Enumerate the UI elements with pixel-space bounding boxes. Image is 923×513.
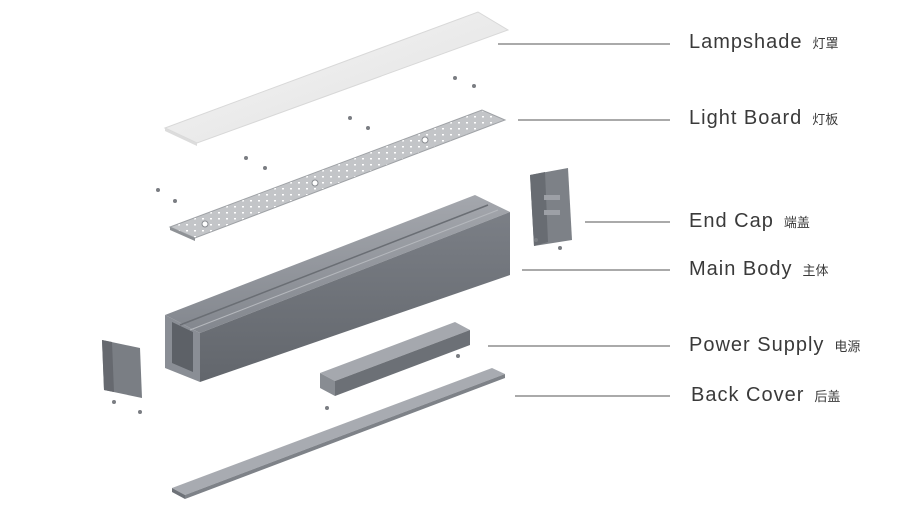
label-end-cap-cn: 端盖 [783,216,810,231]
label-main-body-en: Main Body [689,258,793,280]
lampshade-part [163,11,510,146]
screws-upper [156,76,476,203]
label-end-cap: End Cap 端盖 [689,210,810,233]
label-light-board-en: Light Board [689,107,803,129]
label-power-supply-cn: 电源 [834,340,861,355]
label-lampshade-cn: 灯罩 [812,37,839,52]
label-lampshade-en: Lampshade [689,31,803,53]
end-cap-right-part [530,168,572,250]
label-back-cover-en: Back Cover [691,384,805,406]
label-main-body: Main Body 主体 [689,258,829,281]
label-light-board: Light Board 灯板 [689,107,838,130]
main-body-part [165,195,510,382]
power-supply-part [320,322,470,410]
label-lampshade: Lampshade 灯罩 [689,31,839,54]
leader-lines [488,43,670,397]
label-light-board-cn: 灯板 [812,113,839,128]
label-back-cover: Back Cover 后盖 [691,384,840,407]
end-cap-left-part [102,340,142,414]
label-power-supply: Power Supply 电源 [689,334,860,357]
label-end-cap-en: End Cap [689,210,774,232]
back-cover-part [172,368,505,499]
label-power-supply-en: Power Supply [689,334,825,356]
label-back-cover-cn: 后盖 [814,390,841,405]
label-main-body-cn: 主体 [802,264,829,279]
light-board-part [168,109,507,241]
